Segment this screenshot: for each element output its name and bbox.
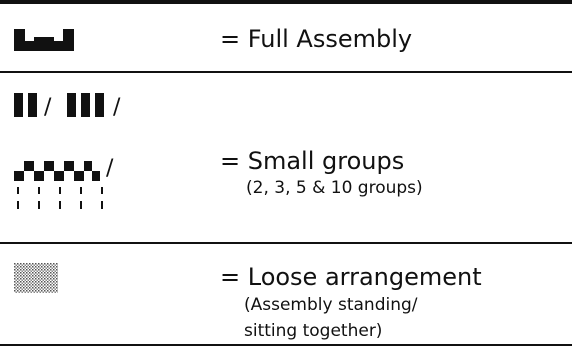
top-rule (0, 0, 572, 4)
row-divider (0, 71, 572, 73)
small-groups-icon: / / / (14, 93, 121, 209)
full-assembly-block-icon (14, 29, 74, 51)
legend-subtitle-line-1: (Assembly standing/ (244, 295, 418, 315)
legend-row-loose-arrangement: = Loose arrangement (Assembly standing/ … (0, 244, 572, 344)
separator: / (44, 95, 52, 120)
text-area: = Small groups (2, 3, 5 & 10 groups) (220, 146, 423, 200)
dotted-pattern-icon (14, 263, 58, 293)
separator: / (106, 156, 114, 181)
legend-subtitle-small-groups: (2, 3, 5 & 10 groups) (246, 178, 423, 198)
icon-area (0, 4, 210, 71)
separator: / (113, 95, 121, 120)
legend-row-full-assembly: = Full Assembly (0, 4, 572, 71)
icon-area (0, 244, 210, 344)
legend-title-full-assembly: = Full Assembly (220, 25, 413, 53)
row-divider (0, 242, 572, 244)
legend-title-loose-arrangement: = Loose arrangement (220, 263, 482, 291)
text-area: = Loose arrangement (Assembly standing/ … (220, 262, 482, 344)
bottom-rule (0, 344, 572, 346)
icon-area: / / / (0, 73, 210, 242)
legend-row-small-groups: / / / = Small groups (2, 3, 5 & 10 group… (0, 73, 572, 242)
legend-title-small-groups: = Small groups (220, 147, 405, 175)
text-area: = Full Assembly (220, 24, 412, 54)
legend-subtitle-line-2: sitting together) (244, 321, 383, 341)
